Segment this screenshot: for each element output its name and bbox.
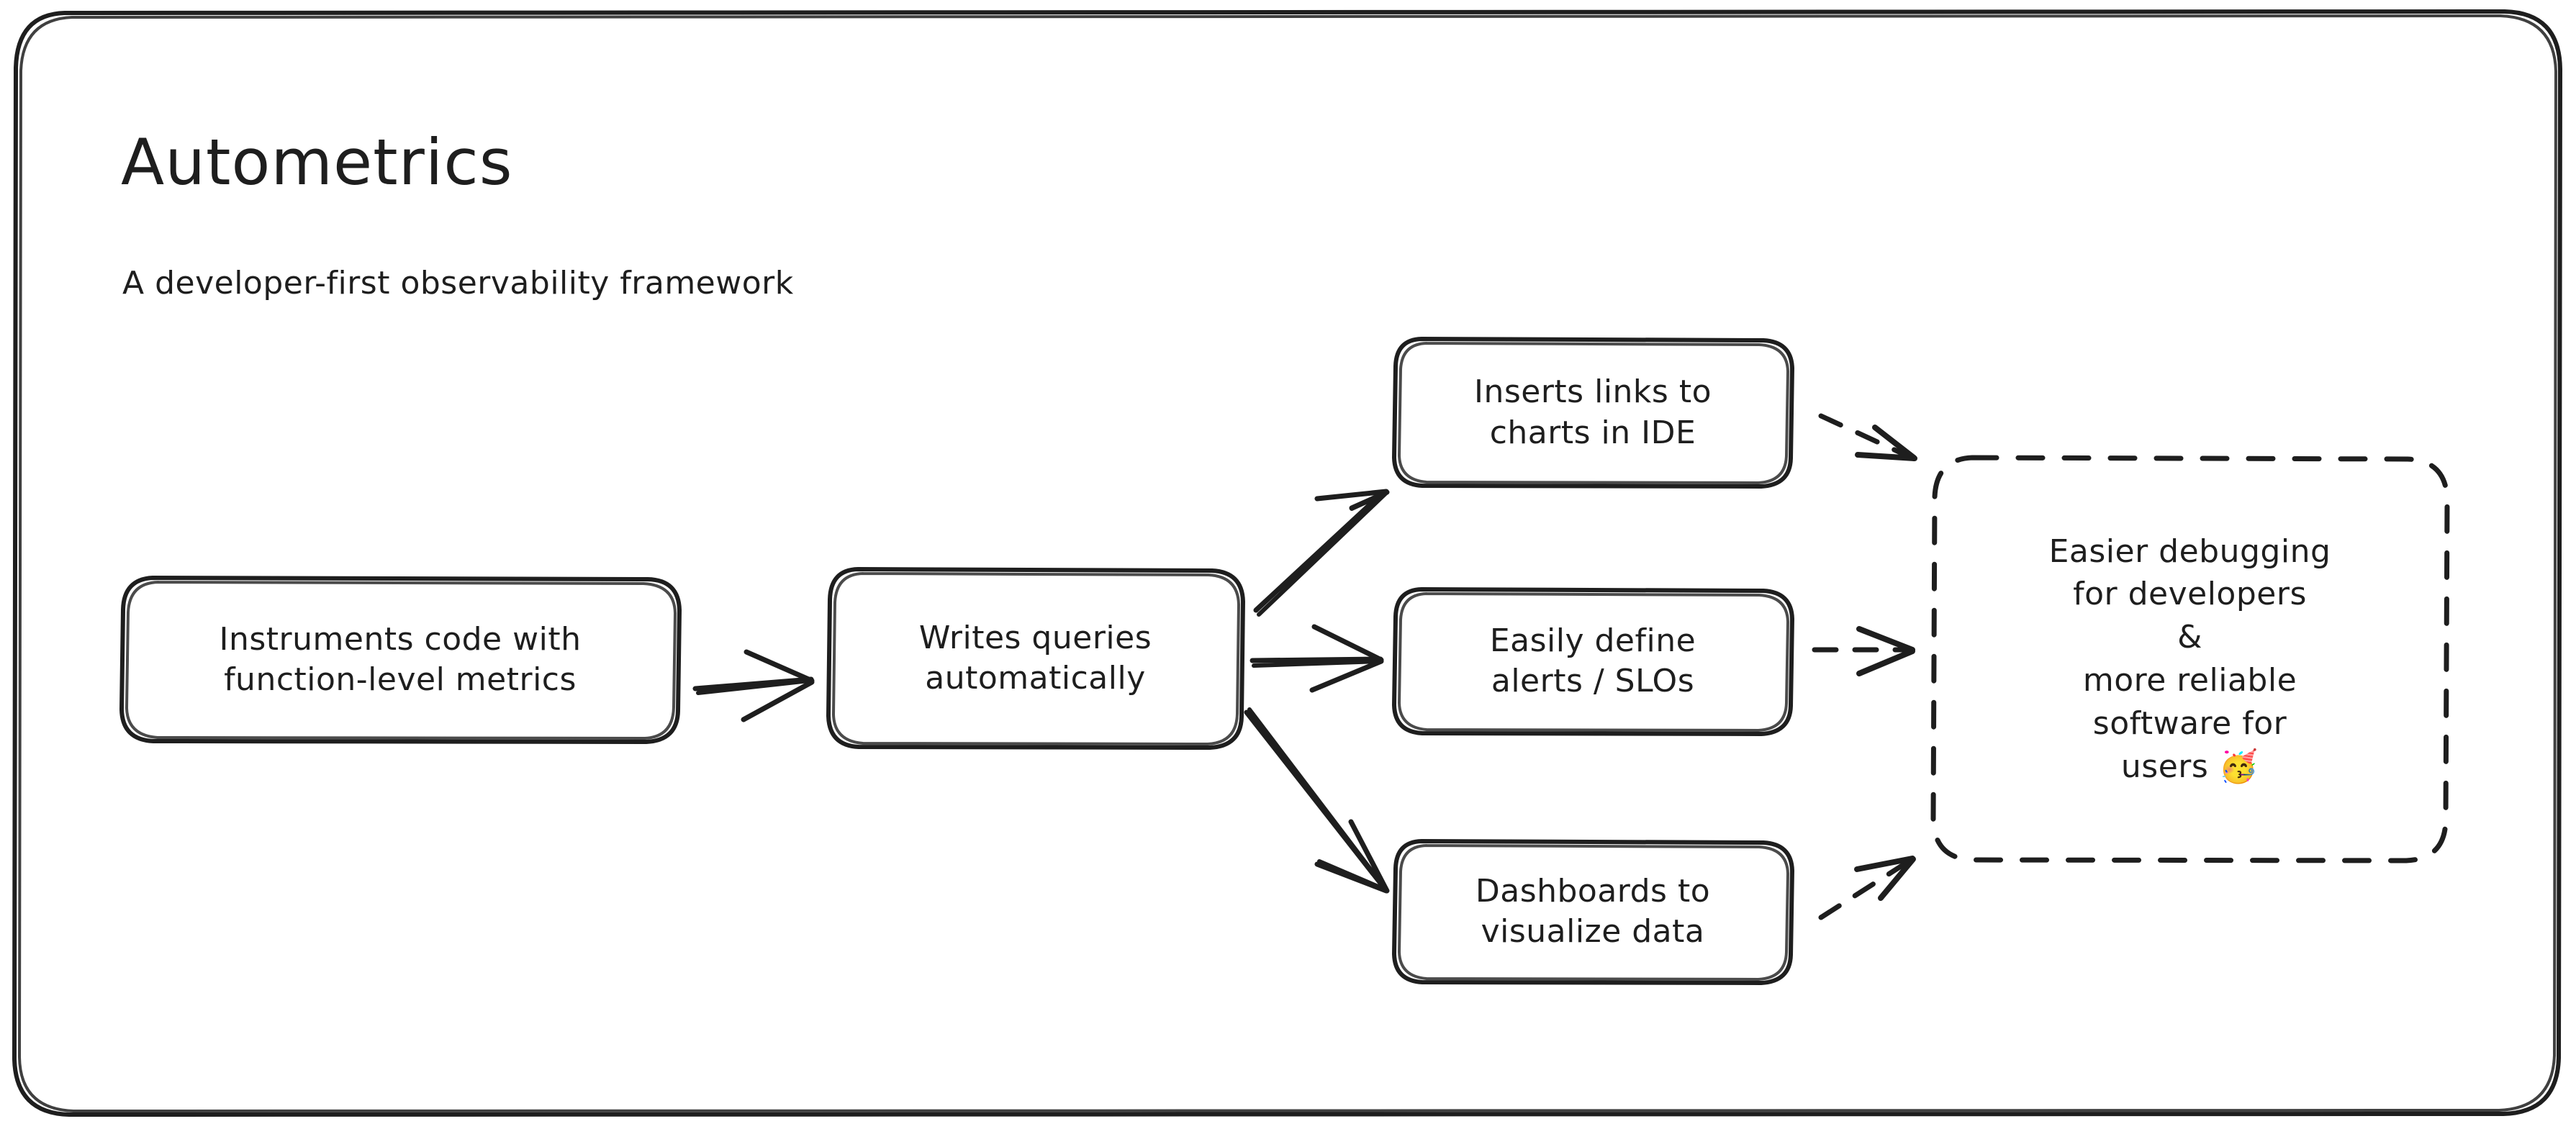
node-writes-border-2 bbox=[832, 572, 1240, 745]
outer-frame bbox=[12, 9, 2562, 1117]
node-instruments-border bbox=[119, 576, 682, 744]
node-dashboards-border bbox=[1392, 839, 1794, 985]
node-instruments-border-2 bbox=[125, 581, 677, 740]
node-inserts-border-2 bbox=[1398, 342, 1789, 484]
page-subtitle: A developer-first observability framewor… bbox=[122, 265, 794, 301]
edge-writes-to-inserts bbox=[1253, 489, 1390, 617]
node-inserts-border bbox=[1392, 337, 1794, 489]
node-alerts-border-2 bbox=[1398, 592, 1789, 732]
node-alerts-border bbox=[1392, 587, 1794, 736]
edge-dashboards-to-outcome bbox=[1818, 857, 1914, 920]
edge-inserts-to-outcome bbox=[1818, 413, 1917, 462]
edge-writes-to-alerts bbox=[1249, 624, 1384, 693]
outer-frame-second-stroke bbox=[18, 14, 2557, 1112]
edge-dashboards-to-outcome-head bbox=[1854, 856, 1916, 901]
node-dashboards-border-2 bbox=[1398, 844, 1789, 981]
node-writes-border bbox=[826, 567, 1245, 750]
page-title: Autometrics bbox=[121, 125, 513, 199]
edge-instruments-to-writes bbox=[692, 649, 815, 722]
edge-writes-to-dashboards bbox=[1244, 707, 1390, 894]
edge-inserts-to-outcome-head bbox=[1855, 425, 1917, 461]
edge-alerts-to-outcome-head bbox=[1856, 626, 1915, 676]
node-outcome-border bbox=[1930, 455, 2450, 863]
